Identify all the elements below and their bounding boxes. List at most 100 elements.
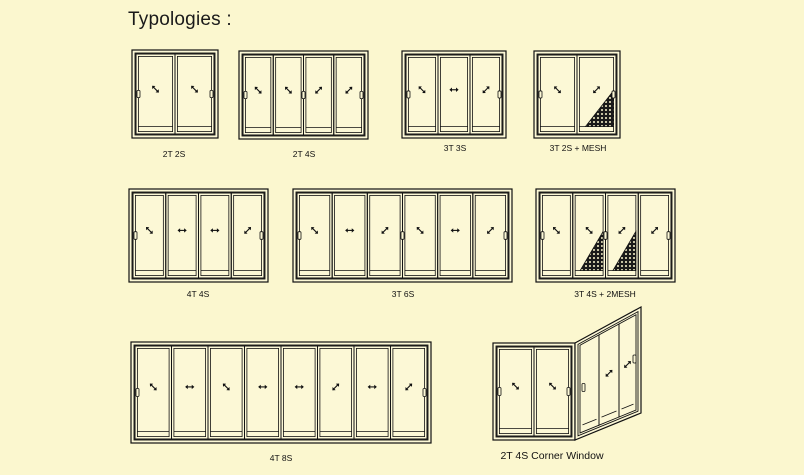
handle-icon — [422, 388, 427, 397]
sliding-direction-icon — [152, 85, 159, 93]
sliding-direction-icon — [222, 383, 230, 391]
typology-label: 3T 2S + MESH — [550, 143, 607, 153]
typology-label: 2T 4S Corner Window — [500, 450, 604, 462]
sliding-direction-icon — [549, 382, 556, 390]
typology-label: 2T 4S — [293, 149, 316, 159]
typology-4t-4s: 4T 4S — [128, 188, 269, 299]
shutter — [366, 192, 404, 279]
sliding-direction-icon — [149, 383, 157, 391]
window-drawing-3t-6s — [292, 188, 513, 283]
sliding-direction-icon — [450, 228, 460, 233]
handle-icon — [243, 91, 248, 100]
sliding-direction-icon — [487, 227, 494, 234]
handle-icon — [297, 231, 302, 240]
sliding-direction-icon — [185, 384, 195, 390]
inner-frame — [404, 53, 504, 136]
sliding-direction-icon — [345, 86, 353, 94]
inner-frame — [536, 53, 618, 136]
sliding-direction-icon — [254, 86, 262, 94]
sliding-direction-icon — [585, 227, 593, 234]
sliding-direction-icon — [311, 227, 318, 234]
handle-icon — [136, 90, 141, 99]
window-drawing-3t-3s — [401, 50, 507, 139]
inner-frame — [131, 191, 266, 280]
window-drawing-3t-4s-2mesh — [535, 188, 676, 283]
inner-frame — [538, 191, 673, 280]
handle-icon — [259, 231, 264, 240]
sliding-direction-icon — [651, 227, 659, 234]
sliding-direction-icon — [552, 227, 560, 234]
handle-icon — [497, 90, 502, 99]
sliding-direction-icon — [145, 227, 153, 234]
handle-icon — [540, 231, 545, 240]
sliding-direction-icon — [367, 384, 377, 390]
inner-frame — [295, 191, 510, 280]
handle-icon — [538, 90, 543, 99]
sliding-direction-icon — [191, 85, 198, 93]
sliding-direction-icon — [418, 86, 426, 94]
sliding-direction-icon — [405, 383, 413, 391]
typology-3t-2s-mesh: 3T 2S + MESH — [533, 50, 621, 153]
sliding-direction-icon — [315, 86, 323, 94]
inner-frame — [134, 52, 216, 136]
typology-label: 2T 2S — [163, 149, 186, 159]
typology-2t-4s: 2T 4S — [238, 50, 369, 159]
sliding-direction-icon — [416, 227, 424, 234]
sliding-direction-icon — [449, 87, 459, 92]
typology-2t-4s-corner-window: 2T 4S Corner Window — [492, 305, 642, 462]
inner-frame — [495, 345, 573, 438]
outer-frame — [401, 50, 507, 139]
handle-icon — [135, 388, 140, 397]
window-drawing-4t-8s — [130, 341, 432, 444]
handle-icon — [301, 91, 306, 100]
handle-icon — [611, 90, 616, 99]
sliding-direction-icon — [294, 384, 304, 390]
sliding-direction-icon — [332, 383, 340, 391]
sliding-direction-icon — [618, 227, 626, 234]
handle-icon — [133, 231, 138, 240]
handle-icon — [400, 231, 405, 240]
shutter — [390, 345, 428, 440]
sliding-direction-icon — [210, 228, 220, 233]
sliding-direction-icon — [177, 228, 187, 233]
sliding-direction-icon — [345, 228, 355, 233]
page-heading: Typologies : — [128, 9, 232, 30]
handle-icon — [581, 383, 586, 392]
handle-icon — [209, 90, 214, 99]
typology-3t-3s: 3T 3S — [401, 50, 507, 153]
sliding-direction-icon — [624, 361, 631, 368]
inner-frame — [133, 344, 429, 441]
sliding-direction-icon — [284, 86, 292, 94]
handle-icon — [566, 387, 571, 396]
mesh-panel — [579, 229, 604, 271]
typology-3t-4s-2mesh: 3T 4S + 2MESH — [535, 188, 676, 299]
window-drawing-3t-2s-mesh — [533, 50, 621, 139]
handle-icon — [666, 231, 671, 240]
window-drawing-2t-4s-corner — [492, 305, 642, 441]
typology-label: 3T 6S — [392, 289, 415, 299]
handle-icon — [603, 231, 608, 240]
typology-label: 3T 3S — [444, 143, 467, 153]
typology-label: 4T 8S — [270, 453, 293, 463]
handle-icon — [497, 387, 502, 396]
sliding-direction-icon — [381, 227, 389, 234]
sliding-direction-icon — [258, 384, 268, 390]
sliding-direction-icon — [512, 382, 519, 390]
sliding-direction-icon — [554, 86, 561, 94]
window-drawing-2t-4s — [238, 50, 369, 140]
window-drawing-4t-4s — [128, 188, 269, 283]
mesh-panel — [584, 89, 614, 127]
shutter — [618, 313, 637, 418]
inner-frame — [241, 53, 366, 137]
sliding-direction-icon — [482, 86, 490, 94]
sliding-direction-icon — [605, 369, 613, 377]
handle-icon — [632, 354, 637, 364]
sliding-direction-icon — [244, 227, 252, 234]
shutter — [353, 345, 391, 440]
handle-icon — [503, 231, 508, 240]
typology-2t-2s: 2T 2S — [131, 49, 219, 159]
typology-4t-8s: 4T 8S — [130, 341, 432, 463]
typology-label: 3T 4S + 2MESH — [574, 289, 636, 299]
mesh-panel — [612, 229, 637, 271]
